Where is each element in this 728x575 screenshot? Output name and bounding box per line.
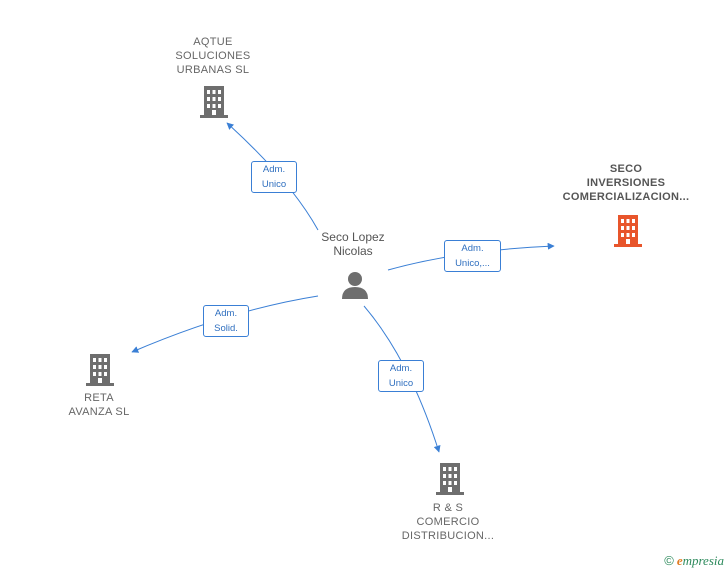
edge-label-seco[interactable]: Adm. Unico,...: [444, 240, 501, 272]
brand-initial: e: [676, 553, 683, 568]
company-aqtue-label[interactable]: AQTUE SOLUCIONES URBANAS SL: [175, 36, 251, 76]
edge-label-rs[interactable]: Adm. Unico: [378, 360, 424, 392]
company-rs-label[interactable]: R & S COMERCIO DISTRIBUCION...: [401, 502, 495, 542]
company-seco-label[interactable]: SECO INVERSIONES COMERCIALIZACION...: [562, 163, 690, 203]
edge-label-aqtue[interactable]: Adm. Unico: [251, 161, 297, 193]
person-icon[interactable]: [341, 270, 369, 305]
person-name[interactable]: Seco Lopez Nicolas: [321, 230, 385, 258]
edge-label-reta[interactable]: Adm. Solid.: [203, 305, 249, 337]
building-icon-highlighted[interactable]: [612, 213, 644, 252]
brand-name: mpresia: [682, 553, 724, 568]
building-icon[interactable]: [434, 461, 466, 500]
brand-watermark: ©empresia: [664, 553, 724, 569]
building-icon[interactable]: [84, 352, 116, 391]
building-icon[interactable]: [198, 84, 230, 123]
copyright-icon: ©: [664, 553, 674, 568]
company-reta-label[interactable]: RETA AVANZA SL: [68, 392, 130, 418]
